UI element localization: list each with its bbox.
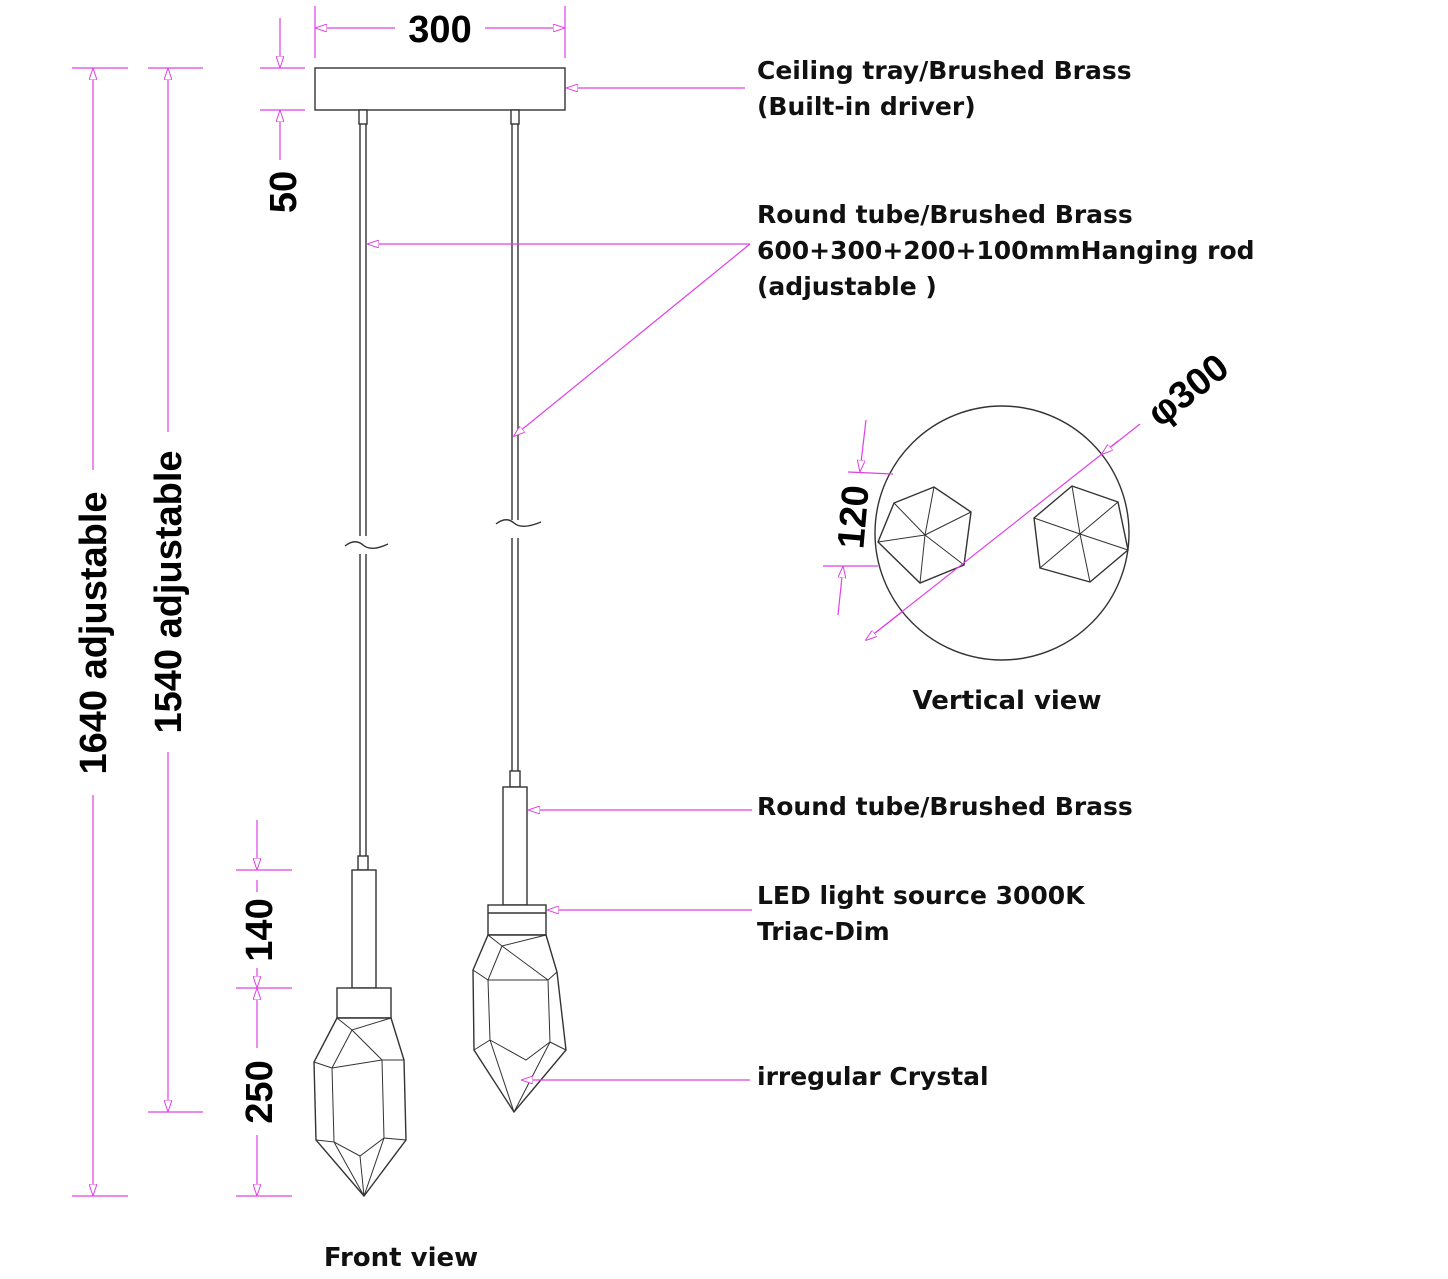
label-round-tube: Round tube/Brushed Brass bbox=[529, 792, 1133, 821]
left-pendant bbox=[313, 109, 407, 1198]
label-led-source: LED light source 3000K Triac-Dim bbox=[548, 881, 1086, 946]
dimension-tray-width: 300 bbox=[314, 6, 566, 58]
tray-width-value: 300 bbox=[408, 9, 471, 51]
hanging-rod-line-2: 600+300+200+100mmHanging rod bbox=[757, 236, 1255, 265]
label-crystal: irregular Crystal bbox=[522, 1062, 989, 1091]
dimension-total-height-1540: 1540 adjustable bbox=[148, 67, 203, 1113]
front-view-lamp bbox=[313, 67, 567, 1198]
label-ceiling-tray: Ceiling tray/Brushed Brass (Built-in dri… bbox=[567, 56, 1132, 121]
led-source-line-2: Triac-Dim bbox=[757, 917, 890, 946]
top-view-crystal-right bbox=[1033, 485, 1129, 583]
top-view-circle bbox=[874, 405, 1130, 661]
right-pendant bbox=[472, 109, 567, 1114]
round-tube-text: Round tube/Brushed Brass bbox=[757, 792, 1133, 821]
break-mark-icon bbox=[495, 519, 542, 527]
vertical-view-caption: Vertical view bbox=[913, 686, 1102, 716]
dimension-tube-height: 140 bbox=[236, 820, 292, 989]
top-view-crystal-left bbox=[877, 486, 972, 584]
crystal-width-value: 120 bbox=[830, 484, 877, 551]
vertical-view: φ300 120 Vertical view bbox=[823, 346, 1237, 716]
total-height-1640-label: 1640 adjustable bbox=[73, 491, 115, 774]
tube-height-value: 140 bbox=[239, 898, 281, 961]
led-source-line-1: LED light source 3000K bbox=[757, 881, 1086, 910]
hanging-rod-line-1: Round tube/Brushed Brass bbox=[757, 200, 1133, 229]
crystal-height-value: 250 bbox=[239, 1060, 281, 1123]
top-diameter-value: φ300 bbox=[1140, 346, 1237, 435]
label-hanging-rod: Round tube/Brushed Brass 600+300+200+100… bbox=[368, 200, 1255, 436]
dimension-tray-height: 50 bbox=[260, 18, 305, 213]
crystal-text: irregular Crystal bbox=[757, 1062, 989, 1091]
crystal-shape bbox=[313, 1017, 407, 1198]
ceiling-tray-line-1: Ceiling tray/Brushed Brass bbox=[757, 56, 1132, 85]
hanging-rod-line-3: (adjustable ) bbox=[757, 272, 937, 301]
crystal-shape bbox=[472, 934, 567, 1114]
dimension-total-height-1640: 1640 adjustable bbox=[72, 67, 128, 1197]
break-mark-icon bbox=[344, 541, 389, 549]
dimension-crystal-width: 120 bbox=[823, 419, 894, 616]
ceiling-tray-line-2: (Built-in driver) bbox=[757, 92, 976, 121]
tray-height-value: 50 bbox=[263, 171, 305, 213]
total-height-1540-label: 1540 adjustable bbox=[148, 450, 190, 733]
front-view-caption: Front view bbox=[324, 1243, 478, 1273]
ceiling-tray bbox=[314, 67, 566, 111]
dimension-crystal-height: 250 bbox=[236, 989, 292, 1197]
